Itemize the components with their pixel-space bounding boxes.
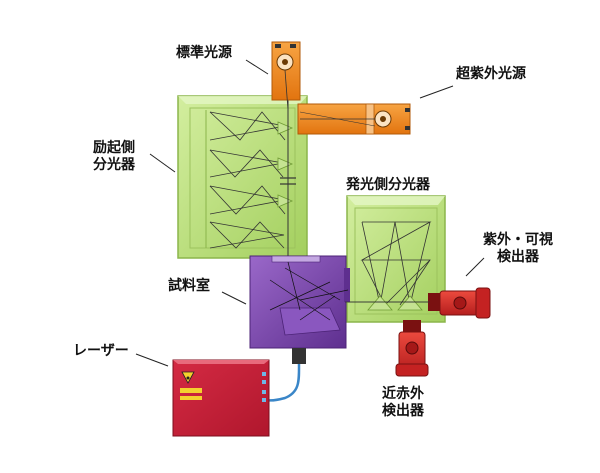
pointer-sample-chamber xyxy=(221,291,247,305)
sample-chamber-label: 試料室 xyxy=(168,278,210,294)
excitation-monochromator-label-line2: 分光器 xyxy=(93,157,135,173)
uv-vis-detector-label-line1: 紫外・可視 xyxy=(483,232,553,248)
label-pointers xyxy=(135,59,485,367)
nir-detector xyxy=(395,320,429,377)
uv-light-source xyxy=(297,103,411,135)
pointer-uv-vis-detector xyxy=(465,257,485,277)
uv-vis-detector xyxy=(345,287,491,319)
uv-vis-detector-label: 紫外・可視 検出器 xyxy=(483,232,553,266)
nir-detector-label-line2: 検出器 xyxy=(382,403,424,419)
standard-light-source-label: 標準光源 xyxy=(176,45,232,61)
uv-light-source-label: 超紫外光源 xyxy=(456,66,526,82)
pointer-uv-light-source xyxy=(419,85,454,99)
excitation-monochromator-label: 励起側 分光器 xyxy=(93,140,135,174)
laser xyxy=(172,359,270,437)
emission-monochromator-label: 発光側分光器 xyxy=(346,177,430,193)
pointer-standard-light-source xyxy=(245,59,269,75)
nir-detector-label: 近赤外 検出器 xyxy=(382,386,424,420)
optical-fiber xyxy=(265,363,301,402)
excitation-monochromator-label-line1: 励起側 xyxy=(93,140,135,156)
nir-detector-label-line1: 近赤外 xyxy=(382,386,424,402)
pointer-laser xyxy=(135,353,169,367)
pointer-excitation-monochromator xyxy=(149,153,176,173)
laser-label: レーザー xyxy=(73,343,129,359)
uv-vis-detector-label-line2: 検出器 xyxy=(497,249,539,265)
standard-light-source xyxy=(271,41,301,111)
sample-chamber xyxy=(249,255,350,364)
excitation-monochromator xyxy=(177,95,308,262)
